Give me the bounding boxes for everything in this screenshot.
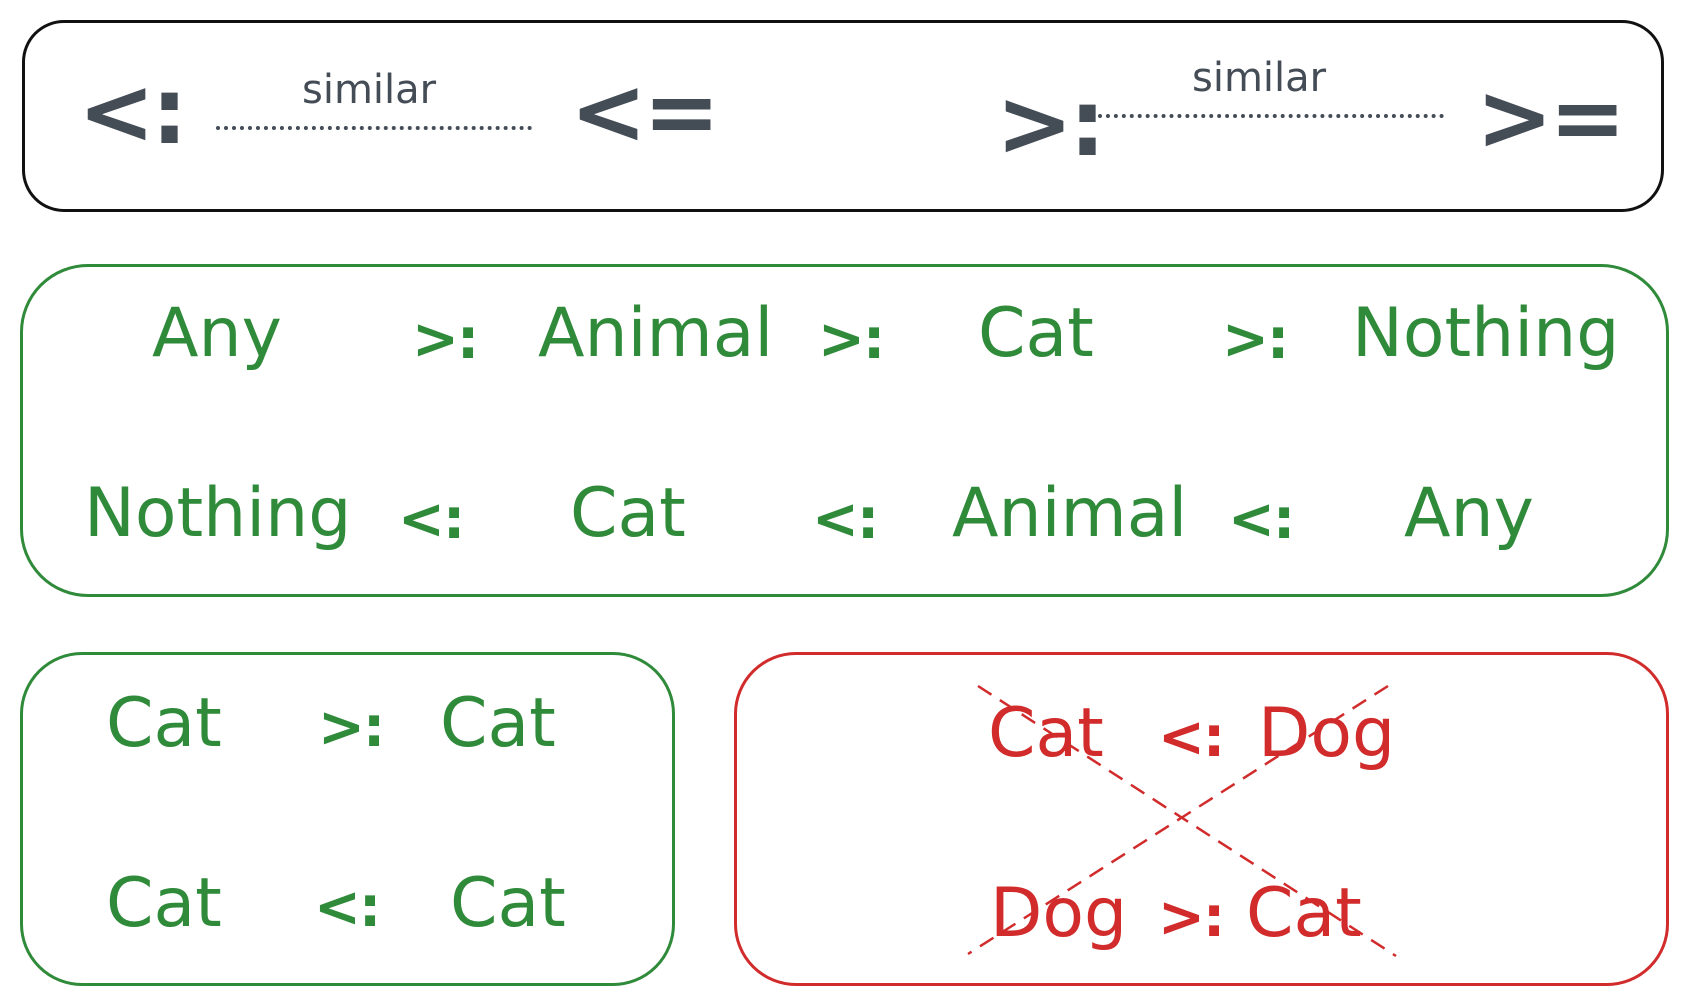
similar-label-left: similar <box>302 67 437 113</box>
chain2-cat: Cat <box>570 474 686 553</box>
chain1-any: Any <box>152 294 282 373</box>
chain1-op-2: >: <box>818 307 885 372</box>
similar-label-right: similar <box>1192 55 1327 101</box>
reflexive-row2-left: Cat <box>106 864 222 943</box>
subtype-symbol: <: <box>78 58 188 165</box>
invalid-row1-right: Dog <box>1258 694 1396 773</box>
supertype-symbol: >: <box>996 70 1106 177</box>
invalid-row2-right: Cat <box>1246 874 1362 953</box>
chain1-op-3: >: <box>1222 307 1289 372</box>
reflexive-frame <box>20 652 675 986</box>
chain1-cat: Cat <box>978 294 1094 373</box>
subtype-operator: <= <box>570 58 720 165</box>
invalid-row1-left: Cat <box>988 694 1104 773</box>
chain2-op-2: <: <box>812 487 879 552</box>
chain2-any: Any <box>1404 474 1534 553</box>
chain2-nothing: Nothing <box>84 474 352 553</box>
chain2-op-3: <: <box>1228 487 1295 552</box>
reflexive-row2-op: <: <box>314 875 381 940</box>
chain2-animal: Animal <box>952 474 1188 553</box>
chain1-op-1: >: <box>412 307 479 372</box>
chain1-animal: Animal <box>538 294 774 373</box>
invalid-relations-frame <box>734 652 1669 986</box>
invalid-row2-op: >: <box>1158 885 1225 950</box>
chain1-nothing: Nothing <box>1352 294 1620 373</box>
reflexive-row1-right: Cat <box>440 684 556 763</box>
similar-connector-right <box>1098 114 1444 118</box>
similar-connector-left <box>216 126 532 130</box>
supertype-operator: >= <box>1476 64 1626 171</box>
invalid-row2-left: Dog <box>990 874 1128 953</box>
reflexive-row2-right: Cat <box>450 864 566 943</box>
reflexive-row1-left: Cat <box>106 684 222 763</box>
invalid-row1-op: <: <box>1158 705 1225 770</box>
subtype-chain-frame <box>20 264 1669 597</box>
chain2-op-1: <: <box>398 487 465 552</box>
relations-legend-frame <box>22 20 1664 212</box>
reflexive-row1-op: >: <box>318 695 385 760</box>
